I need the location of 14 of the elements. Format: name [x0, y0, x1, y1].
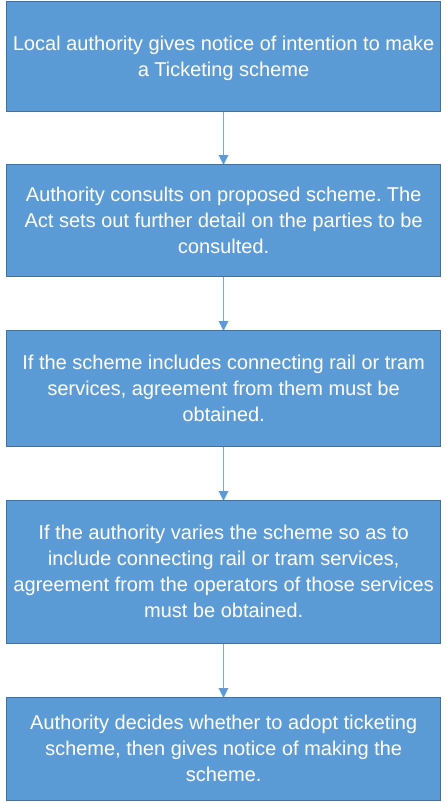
step-text: Authority consults on proposed scheme. The Act sets out further detail on the parties to be consulted. [23, 182, 424, 260]
process-box [6, 330, 441, 447]
step-text: If the authority varies the scheme so as to include connecting rail or tram services, agreement from the operators of those services must be obtained. [12, 521, 435, 624]
step-text: If the scheme includes connecting rail or tram services, agreement from them must be obtained. [21, 350, 426, 428]
process-box [6, 500, 441, 644]
arrow [218, 276, 228, 331]
process-box [6, 697, 441, 801]
step-text: Local authority gives notice of intention to make a Ticketing scheme [12, 32, 436, 82]
arrow [218, 644, 228, 698]
step-text: Authority decides whether to adopt ticketing scheme, then gives notice of making the scheme. [29, 711, 418, 788]
arrow [218, 446, 228, 501]
arrow [218, 112, 228, 165]
process-box [6, 164, 441, 277]
process-box [6, 1, 441, 112]
